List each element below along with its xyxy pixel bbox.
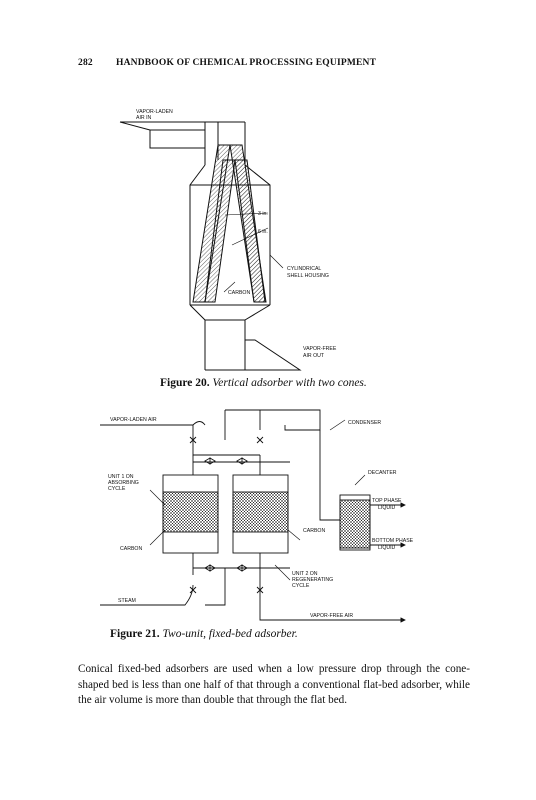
condenser-drop [319,430,340,521]
fig20-label-outlet-line2: AIR OUT [303,353,325,359]
figure-20-vertical-adsorber [119,121,302,371]
body-paragraph: Conical fixed-bed adsorbers are used whe… [78,663,470,707]
fig21-label-inlet: VAPOR-LADEN AIR [110,417,157,423]
fig20-label-inlet-line2: AIR IN [136,115,152,121]
figure-20-caption-number: Figure 20. [160,377,210,389]
unit1-carbon-bed [162,491,219,533]
fig21-label-steam: STEAM [118,598,136,604]
inlet-pipe [120,121,219,160]
unit2-carbon-bed [232,491,289,533]
fig21-label-carbon-right: CARBON [303,528,325,534]
fig21-label-bottom-phase-line1: BOTTOM PHASE [372,538,414,544]
valve [189,436,197,444]
valve [204,564,216,572]
figure-21-caption-number: Figure 21. [110,628,160,640]
fig21-label-outlet: VAPOR-FREE AIR [310,613,353,619]
inlet-line [100,424,260,456]
fig21-label-bottom-phase-line2: LIQUID [378,545,396,551]
fig20-label-dim-lower: 6 in. [258,229,268,235]
fig20-label-housing-line1: CYLINDRICAL [287,266,321,272]
fig21-label-unit1-line2: ABSORBING [108,480,139,486]
inner-cone-left [204,159,236,303]
fig21-label-carbon-left: CARBON [120,546,142,552]
valve [204,457,216,465]
running-header: 282 HANDBOOK OF CHEMICAL PROCESSING EQUIP… [78,58,478,68]
page-number: 282 [78,58,93,68]
outlet-pipe [245,339,302,371]
running-title: HANDBOOK OF CHEMICAL PROCESSING EQUIPMEN… [116,58,377,68]
fig21-label-unit1-line3: CYCLE [108,486,126,492]
fig21-label-unit2-line3: CYCLE [292,583,310,589]
figure-21-caption: Figure 21. Two-unit, fixed-bed adsorber. [110,628,298,640]
fig20-label-carbon: CARBON [228,290,250,296]
fig21-label-decanter: DECANTER [368,470,397,476]
fig20-label-dim-upper: 3 in. [258,211,268,217]
figure-21-caption-text: Two-unit, fixed-bed adsorber. [162,628,298,640]
fig21-label-condenser: CONDENSER [348,420,381,426]
housing-bottom-cone [189,304,271,370]
outlet-line [259,575,406,623]
fig21-label-unit1-line1: UNIT 1 ON [108,474,134,480]
condenser-line [225,409,321,431]
fig20-label-outlet-line1: VAPOR-FREE [303,346,337,352]
figure-20-caption-text: Vertical adsorber with two cones. [212,377,367,389]
fig20-label-housing-line2: SHELL HOUSING [287,273,329,279]
valve [256,436,264,444]
inner-cone-right [234,159,266,303]
fig21-label-unit2-line2: REGENERATING [292,577,333,583]
valve [189,586,197,594]
figure-21-two-unit-adsorber [100,409,406,623]
valve [236,564,248,572]
steam-line [100,584,194,606]
valve [236,457,248,465]
fig20-label-inlet-line1: VAPOR-LADEN [136,109,173,115]
fig21-label-top-phase-line2: LIQUID [378,505,396,511]
fig21-label-top-phase-line1: TOP PHASE [372,498,402,504]
figure-20-caption: Figure 20. Vertical adsorber with two co… [160,377,367,389]
fig21-label-unit2-line1: UNIT 2 ON [292,571,318,577]
